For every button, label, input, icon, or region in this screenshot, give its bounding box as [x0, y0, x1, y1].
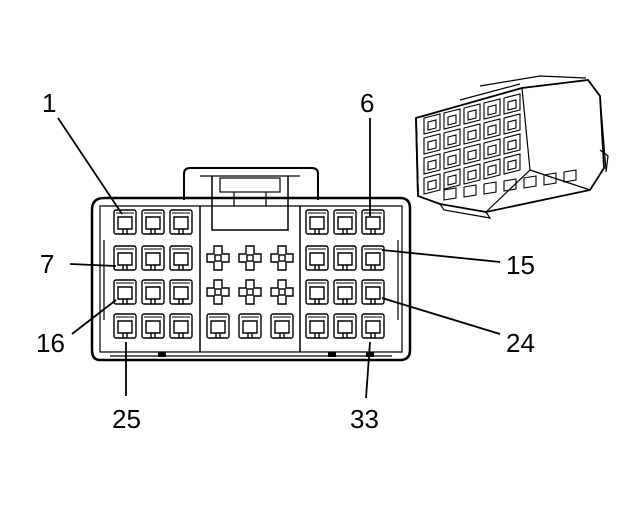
cavity-center-cross-r3-c1 [206, 279, 230, 305]
leader-pin-16 [71, 299, 117, 335]
persp-cavity-r4-c2 [443, 168, 461, 190]
persp-cavity-r1-c2 [443, 108, 461, 130]
cavity-right-r3-c3 [361, 279, 385, 305]
connector-perspective-view [415, 75, 609, 219]
pin-label-24: 24 [506, 328, 535, 358]
persp-cavity-r1-c4 [483, 98, 501, 120]
persp-cavity-r4-c5 [503, 153, 521, 175]
leader-lines [57, 117, 501, 399]
pin-label-6: 6 [360, 88, 374, 118]
cavity-center-cross-r3-c2 [238, 279, 262, 305]
cavity-right-r2-c1 [305, 245, 329, 271]
persp-cavity-r2-c1 [423, 133, 441, 155]
cavity-center-cross-r2-c2 [238, 245, 262, 271]
persp-cavity-r3-c5 [503, 133, 521, 155]
persp-slot-5 [523, 175, 537, 189]
cavity-left-r1-c1 [113, 209, 137, 235]
persp-cavity-r3-c3 [463, 143, 481, 165]
pin-number-labels: 1 6 7 15 16 24 25 33 [36, 88, 535, 434]
persp-cavity-r2-c5 [503, 113, 521, 135]
cavity-center-cross-r2-c3 [270, 245, 294, 271]
cavity-center-r4-c3 [270, 313, 294, 339]
persp-cavity-r1-c3 [463, 103, 481, 125]
persp-slot-7 [563, 169, 577, 183]
pin-label-16: 16 [36, 328, 65, 358]
cavity-right-r1-c2 [333, 209, 357, 235]
pin-label-33: 33 [350, 404, 379, 434]
cavity-left-r3-c3 [169, 279, 193, 305]
pin-label-1: 1 [42, 88, 56, 118]
persp-cavity-r4-c4 [483, 158, 501, 180]
persp-slot-2 [463, 184, 477, 198]
leader-pin-7 [69, 263, 117, 267]
cavity-center-cross-r3-c3 [270, 279, 294, 305]
persp-slot-3 [483, 181, 497, 195]
pin-label-7: 7 [40, 249, 54, 279]
persp-slot-1 [443, 187, 457, 201]
cavity-right-r3-c1 [305, 279, 329, 305]
cavity-center-r4-c1 [206, 313, 230, 339]
cavity-left-r1-c3 [169, 209, 193, 235]
persp-cavity-r3-c1 [423, 153, 441, 175]
cavity-right-r4-c1 [305, 313, 329, 339]
cavity-right-r4-c2 [333, 313, 357, 339]
pin-label-25: 25 [112, 404, 141, 434]
persp-cavity-r3-c2 [443, 148, 461, 170]
leader-pin-33 [365, 341, 371, 399]
cavity-left-r2-c1 [113, 245, 137, 271]
cavity-right-r1-c1 [305, 209, 329, 235]
cavity-center-r4-c2 [238, 313, 262, 339]
persp-cavity-r2-c4 [483, 118, 501, 140]
cavity-right-r3-c2 [333, 279, 357, 305]
cavity-left-r1-c2 [141, 209, 165, 235]
persp-cavity-r2-c2 [443, 128, 461, 150]
persp-slot-4 [503, 178, 517, 192]
cavity-left-r4-c2 [141, 313, 165, 339]
leader-pin-1 [57, 117, 123, 215]
cavity-left-r4-c3 [169, 313, 193, 339]
cavity-right-r1-c3 [361, 209, 385, 235]
cavity-right-r2-c3 [361, 245, 385, 271]
persp-cavity-r1-c1 [423, 113, 441, 135]
persp-cavity-r4-c3 [463, 163, 481, 185]
persp-cavity-r1-c5 [503, 93, 521, 115]
perspective-cavities [423, 93, 577, 201]
cavity-center-cross-r2-c1 [206, 245, 230, 271]
leader-pin-15 [381, 249, 501, 263]
leader-pin-24 [381, 297, 501, 335]
cavity-left-r3-c1 [113, 279, 137, 305]
cavity-left-r3-c2 [141, 279, 165, 305]
persp-slot-6 [543, 172, 557, 186]
persp-cavity-r4-c1 [423, 173, 441, 195]
cavity-right-r4-c3 [361, 313, 385, 339]
cavity-left-r4-c1 [113, 313, 137, 339]
cavity-left-r2-c3 [169, 245, 193, 271]
pin-cavities [113, 209, 385, 339]
cavity-right-r2-c2 [333, 245, 357, 271]
pin-label-15: 15 [506, 250, 535, 280]
persp-cavity-r3-c4 [483, 138, 501, 160]
persp-cavity-r2-c3 [463, 123, 481, 145]
connector-face [90, 167, 412, 362]
cavity-left-r2-c2 [141, 245, 165, 271]
